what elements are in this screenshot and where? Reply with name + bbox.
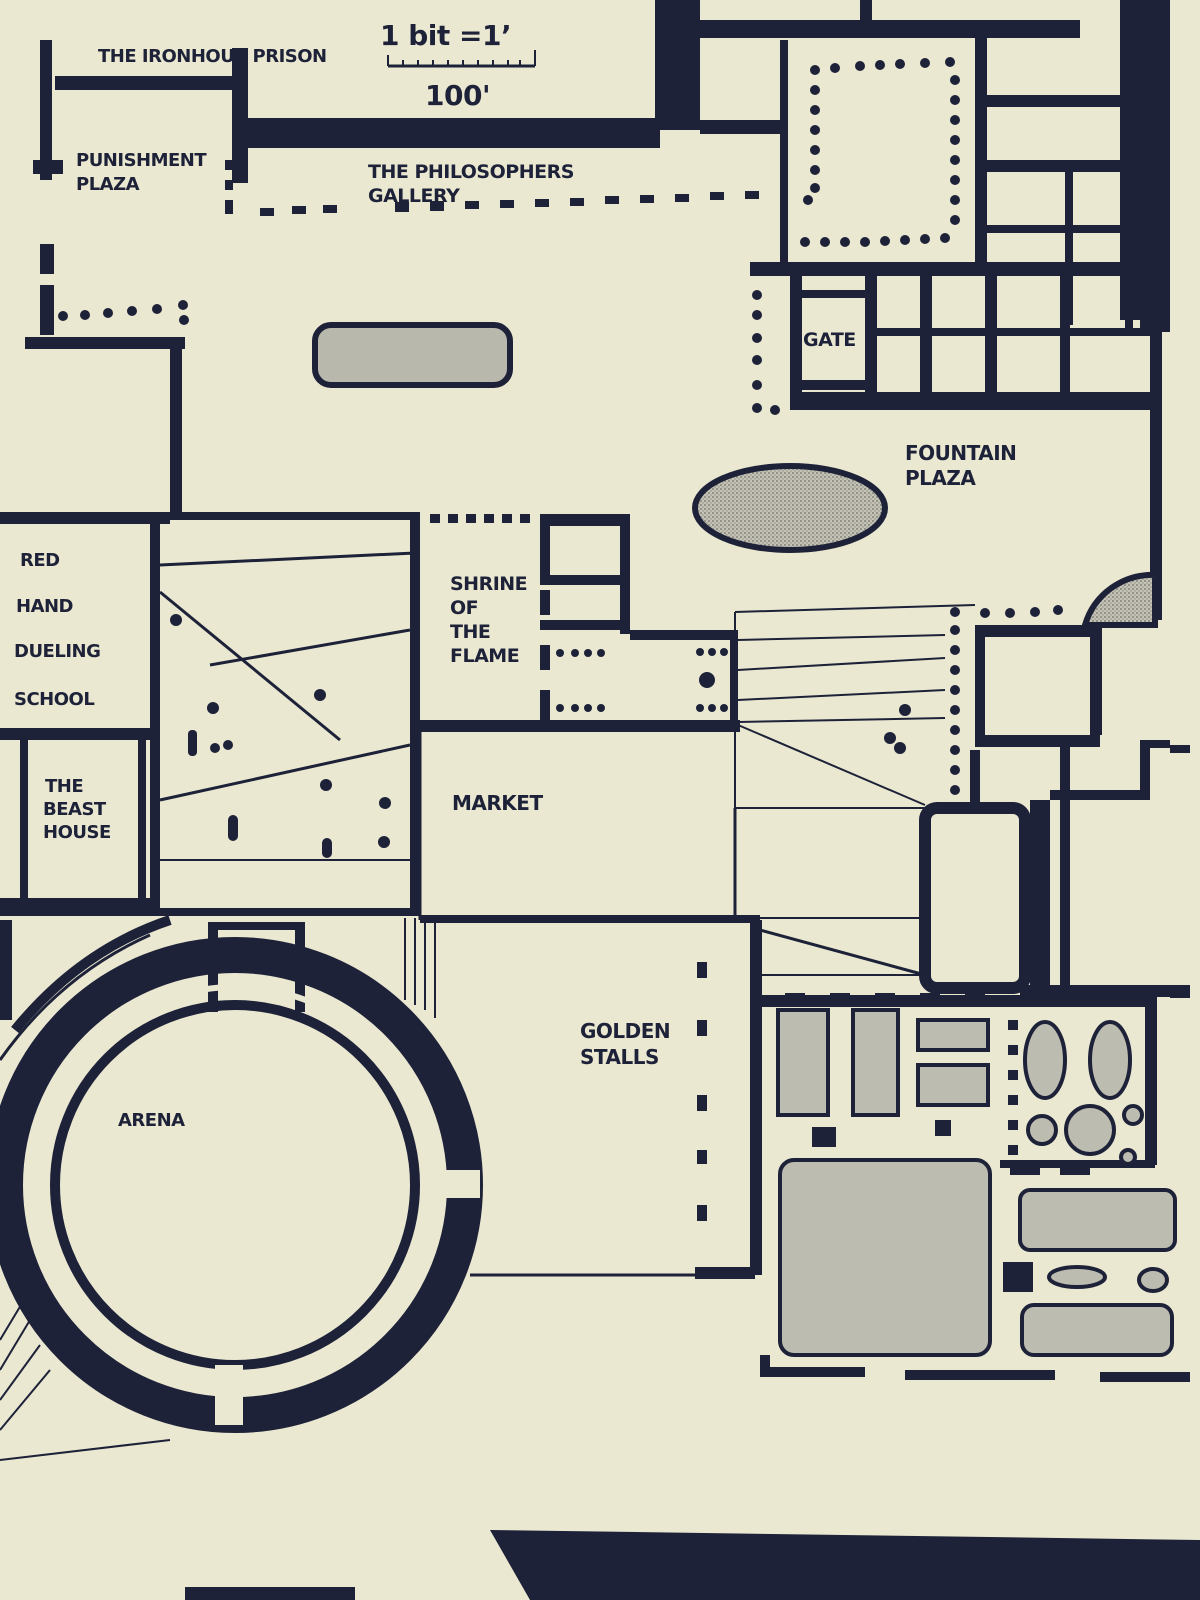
svg-text:BEAST: BEAST (43, 799, 107, 820)
svg-text:FOUNTAIN: FOUNTAIN (905, 441, 1016, 465)
dueling-school-interior (158, 512, 420, 912)
svg-text:GOLDEN: GOLDEN (580, 1019, 670, 1043)
svg-text:STALLS: STALLS (580, 1045, 659, 1069)
steps (734, 604, 976, 810)
svg-text:HAND: HAND (16, 596, 73, 617)
svg-text:SHRINE: SHRINE (450, 573, 527, 595)
label-iron-house-prison: THE IRONHOUS PRISON (98, 46, 327, 67)
label-fountain-plaza: FOUNTAIN PLAZA (905, 441, 1017, 490)
courtyard-buildings (700, 0, 1170, 620)
svg-text:PUNISHMENT: PUNISHMENT (76, 150, 207, 171)
label-beast-house: THE BEAST HOUSE (43, 776, 111, 843)
svg-text:SCHOOL: SCHOOL (14, 689, 94, 710)
southern-wall-segment (185, 1587, 355, 1600)
southern-wall (490, 1530, 1200, 1600)
west-buildings (0, 512, 170, 1020)
label-philosophers-gallery: THE PHILOSOPHERS GALLERY (368, 161, 574, 207)
prison-walls (25, 0, 700, 512)
svg-text:PLAZA: PLAZA (76, 174, 140, 195)
label-gate: GATE (803, 329, 856, 351)
arena-structure (0, 915, 483, 1461)
scale-ratio: 1 bit =1’ (380, 19, 511, 52)
reflecting-pool (312, 322, 513, 388)
svg-text:FLAME: FLAME (450, 645, 519, 667)
scale-distance: 100' (425, 79, 490, 112)
gate-colonnade (752, 290, 780, 415)
fountain-plaza-alcove (1080, 571, 1158, 628)
label-arena: ARENA (118, 1110, 185, 1131)
east-buildings (919, 625, 1190, 997)
svg-text:DUELING: DUELING (14, 641, 100, 662)
scale-ticks (387, 50, 536, 66)
golden-stalls-walls (470, 920, 762, 1279)
svg-text:THE: THE (450, 621, 490, 643)
svg-text:PLAZA: PLAZA (905, 466, 976, 490)
steps-colonnade (950, 605, 1063, 795)
philosophers-gallery-colonnade (225, 160, 759, 216)
label-red-hand-dueling-school: RED HAND DUELING SCHOOL (14, 550, 101, 710)
courtyard-colonnade (800, 57, 960, 247)
west-colonnade (58, 300, 189, 325)
southeast-complex (760, 990, 1190, 1382)
fountain (692, 463, 888, 553)
svg-text:THE PHILOSOPHERS: THE PHILOSOPHERS (368, 161, 574, 183)
label-golden-stalls: GOLDEN STALLS (580, 1019, 671, 1069)
label-shrine-of-the-flame: SHRINE OF THE FLAME (450, 573, 528, 667)
market-lines (0, 725, 926, 977)
shrine-walls (410, 514, 740, 732)
svg-text:GALLERY: GALLERY (368, 185, 460, 207)
label-punishment-plaza: PUNISHMENT PLAZA (76, 150, 208, 195)
svg-text:OF: OF (450, 597, 478, 619)
scale-bar: 1 bit =1’ 100' (380, 19, 536, 112)
svg-text:HOUSE: HOUSE (43, 822, 111, 843)
label-market: MARKET (452, 791, 543, 815)
arena-stairs (404, 918, 436, 1018)
svg-text:RED: RED (20, 550, 60, 571)
svg-text:THE: THE (45, 776, 83, 797)
